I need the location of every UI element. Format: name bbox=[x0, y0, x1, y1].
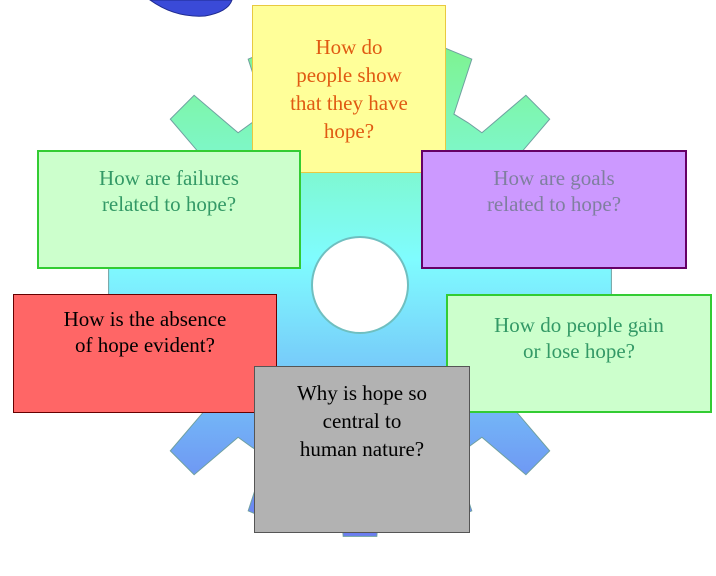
question-text: Why is hope so central to human nature? bbox=[296, 381, 428, 461]
question-text: How do people show that they have hope? bbox=[290, 35, 408, 143]
question-failures-related-to-hope: How are failures related to hope? bbox=[37, 150, 301, 269]
question-how-people-show-hope: How do people show that they have hope? bbox=[252, 5, 446, 173]
question-text: How are failures related to hope? bbox=[99, 166, 239, 216]
question-absence-of-hope: How is the absence of hope evident? bbox=[13, 294, 277, 413]
question-hope-central-to-human-nature: Why is hope so central to human nature? bbox=[254, 366, 470, 533]
question-text: How do people gain or lose hope? bbox=[494, 313, 664, 363]
question-text: How are goals related to hope? bbox=[486, 166, 622, 216]
question-text: How is the absence of hope evident? bbox=[63, 307, 227, 357]
top-corner-shape bbox=[149, 0, 233, 17]
question-gain-or-lose-hope: How do people gain or lose hope? bbox=[446, 294, 712, 413]
gear-hub bbox=[311, 236, 409, 334]
question-goals-related-to-hope: How are goals related to hope? bbox=[421, 150, 687, 269]
